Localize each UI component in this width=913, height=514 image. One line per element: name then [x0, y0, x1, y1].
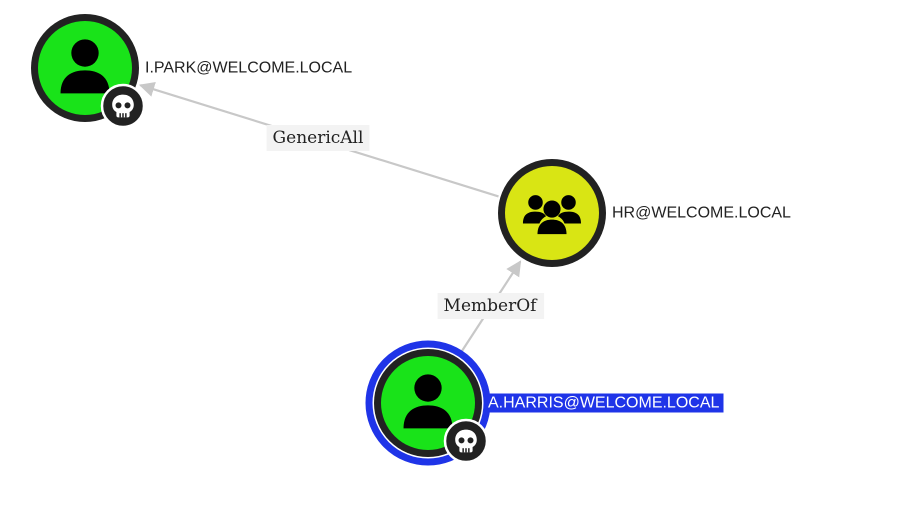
- node-aharris[interactable]: A.HARRIS@WELCOME.LOCAL: [365, 340, 724, 466]
- edge-label-bg: [266, 125, 370, 151]
- edge-label: MemberOf: [444, 296, 539, 316]
- node-ipark[interactable]: I.PARK@WELCOME.LOCAL: [31, 14, 352, 129]
- edge-genericall[interactable]: GenericAll: [138, 81, 499, 198]
- node-label[interactable]: A.HARRIS@WELCOME.LOCAL: [488, 395, 720, 412]
- edge-label-bg: [437, 293, 545, 319]
- edge-memberof[interactable]: MemberOf: [437, 260, 545, 357]
- edge-label: GenericAll: [273, 128, 364, 148]
- node-label[interactable]: I.PARK@WELCOME.LOCAL: [145, 60, 352, 77]
- node-label[interactable]: HR@WELCOME.LOCAL: [612, 205, 791, 222]
- node-hr[interactable]: HR@WELCOME.LOCAL: [498, 159, 791, 267]
- nodes-layer: I.PARK@WELCOME.LOCAL HR@WELCOME.LOCAL A.HA…: [31, 14, 791, 466]
- selected-label-highlight: [486, 393, 724, 413]
